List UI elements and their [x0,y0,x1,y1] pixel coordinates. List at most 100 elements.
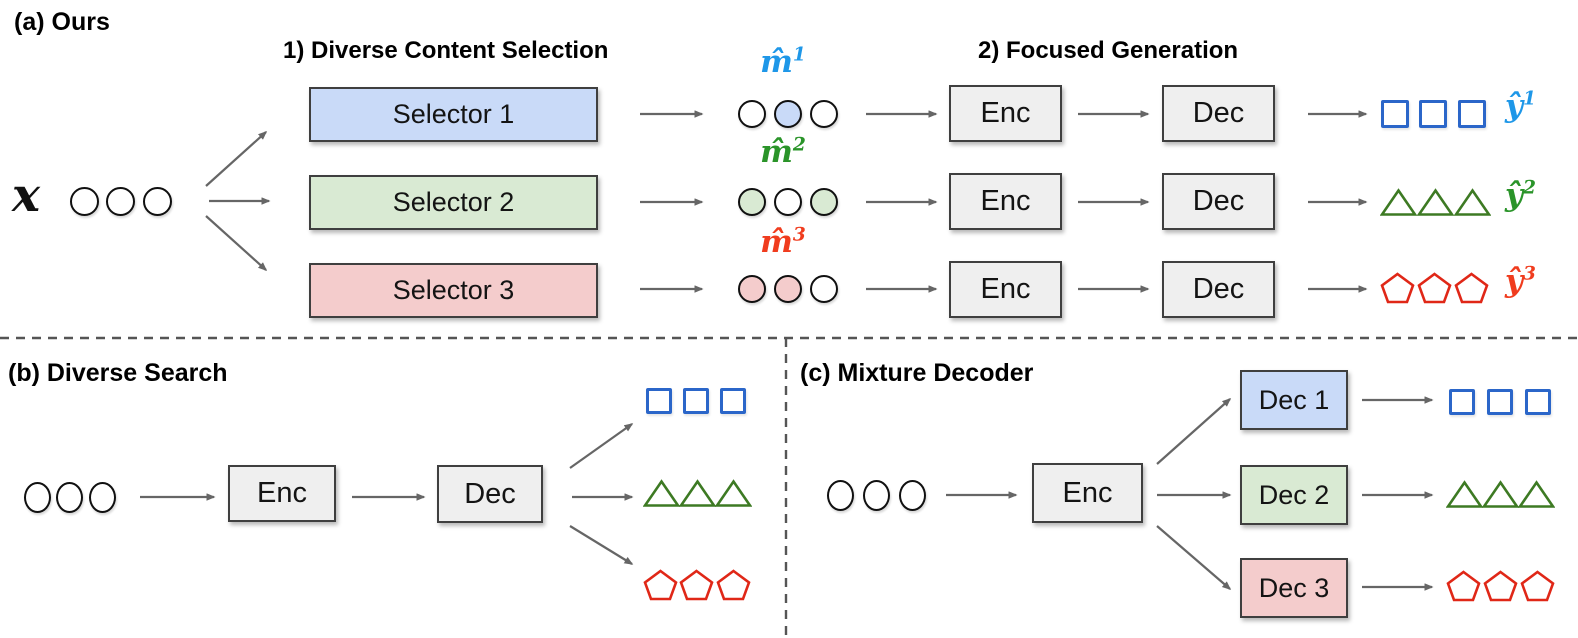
dec-1-box: Dec 1 [1240,370,1348,430]
output-square [1381,100,1409,128]
enc-label: Enc [257,477,307,509]
output-symbol-2-sup: 2 [1523,177,1536,199]
output-pentagon [643,569,678,601]
input-token-circle [56,482,83,513]
dec-1-label: Dec 1 [1258,384,1330,415]
enc-box-a2: Enc [949,173,1062,230]
output-symbol-1: ŷ1 [1505,88,1536,124]
output-square [1525,389,1551,415]
enc-box-c: Enc [1032,463,1143,523]
output-square [720,388,746,414]
mask-token-circle-selected [774,275,802,303]
enc-box-a3: Enc [949,261,1062,318]
output-symbol-2-base: ŷ [1505,177,1524,213]
input-token-circle [89,482,116,513]
output-pentagon [1417,272,1452,304]
dec-box-a2: Dec [1162,173,1275,230]
mask-symbol-1-sup: 1 [792,44,806,66]
input-token-circle [70,187,99,216]
mask-symbol-3: m̂3 [748,224,818,260]
mask-symbol-1: m̂1 [748,44,818,80]
output-pentagon [716,569,751,601]
enc-label: Enc [980,185,1031,217]
mask-symbol-2-sup: 2 [792,134,806,156]
output-pentagon [1446,570,1481,602]
output-square [1487,389,1513,415]
dec-label: Dec [1192,185,1245,217]
output-triangle [1518,480,1555,508]
output-symbol-3-sup: 3 [1523,263,1536,285]
input-token-circle [899,480,926,511]
panel-a-step1-heading: 1) Diverse Content Selection [283,37,609,64]
output-square [646,388,672,414]
output-triangle [715,479,752,507]
panel-a-step2-heading: 2) Focused Generation [978,37,1239,64]
input-x-symbol: x [12,168,41,223]
output-square [1458,100,1486,128]
enc-label: Enc [1062,476,1113,509]
enc-box-a1: Enc [949,85,1062,142]
output-pentagon [679,569,714,601]
input-token-circle [106,187,135,216]
dec-box-a1: Dec [1162,85,1275,142]
output-pentagon [1520,570,1555,602]
dec-3-box: Dec 3 [1240,558,1348,618]
output-symbol-3-base: ŷ [1505,263,1524,299]
output-triangle [1454,188,1491,216]
dec-box-a3: Dec [1162,261,1275,318]
mask-symbol-3-base: m̂ [760,224,793,260]
input-token-circle [143,187,172,216]
dec-3-label: Dec 3 [1258,572,1330,603]
mask-token-circle-selected [774,100,802,128]
mask-token-circle-selected [738,275,766,303]
dec-label: Dec [464,477,516,510]
dec-label: Dec [1192,97,1245,129]
mask-symbol-3-sup: 3 [792,224,806,246]
mask-token-circle [810,100,838,128]
output-symbol-2: ŷ2 [1505,177,1536,213]
output-square [683,388,709,414]
input-token-circle [863,480,890,511]
selector-2-box: Selector 2 [309,175,598,230]
selector-2-label: Selector 2 [392,187,515,217]
input-token-circle [24,482,51,513]
output-pentagon [1380,272,1415,304]
output-triangle [1417,188,1454,216]
enc-label: Enc [980,273,1031,305]
enc-box-b: Enc [228,465,336,522]
dec-2-label: Dec 2 [1258,479,1330,510]
output-triangle [1380,188,1417,216]
output-triangle [1446,480,1483,508]
mask-token-circle-selected [810,188,838,216]
selector-3-label: Selector 3 [392,275,515,305]
output-pentagon [1483,570,1518,602]
selector-1-label: Selector 1 [392,99,515,129]
output-triangle [1482,480,1519,508]
mask-symbol-1-base: m̂ [760,44,793,80]
output-square [1419,100,1447,128]
mask-symbol-2: m̂2 [748,134,818,170]
mask-token-circle-selected [738,188,766,216]
selector-1-box: Selector 1 [309,87,598,142]
output-pentagon [1454,272,1489,304]
output-triangle [643,479,680,507]
dec-box-b: Dec [437,465,543,523]
output-square [1449,389,1475,415]
output-triangle [679,479,716,507]
output-symbol-3: ŷ3 [1505,263,1536,299]
panel-a-title: (a) Ours [14,8,110,36]
input-token-circle [827,480,854,511]
mask-token-circle [810,275,838,303]
mask-symbol-2-base: m̂ [760,134,793,170]
output-symbol-1-base: ŷ [1505,88,1524,124]
dec-2-box: Dec 2 [1240,465,1348,525]
enc-label: Enc [980,97,1031,129]
mask-token-circle [738,100,766,128]
selector-3-box: Selector 3 [309,263,598,318]
mask-token-circle [774,188,802,216]
panel-c-title: (c) Mixture Decoder [800,359,1034,387]
output-symbol-1-sup: 1 [1523,88,1536,110]
panel-b-title: (b) Diverse Search [8,359,228,387]
